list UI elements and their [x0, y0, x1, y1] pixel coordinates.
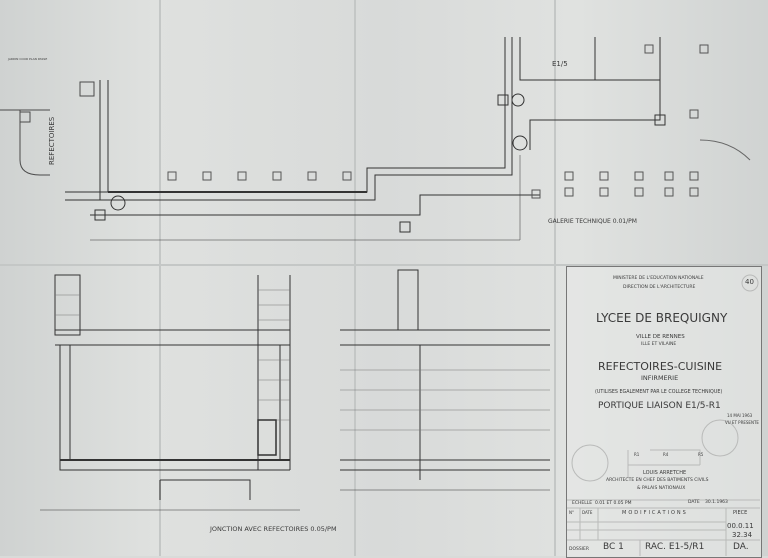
top-note: JARDIN COUR PLAN PASSE: [8, 57, 48, 61]
jonction-label: JONCTION AVEC REFECTOIRES 0.05/PM: [210, 525, 337, 533]
school-name: LYCEE DE BREQUIGNY: [596, 311, 728, 325]
adjacent-building-outline: [0, 109, 50, 176]
architect-name: LOUIS ARRETCHE: [643, 470, 687, 476]
ministry: MINISTERE DE L'EDUCATION NATIONALE: [613, 276, 704, 281]
key-label-r5: R5: [698, 452, 704, 457]
piece-2: 32.34: [732, 531, 753, 539]
e15-label: E1/5: [552, 60, 568, 68]
date-value: 30.1.1963: [705, 500, 728, 505]
architect-title: ARCHITECTE EN CHEF DES BATIMENTS CIVILS: [606, 478, 709, 483]
piece-1: 00.0.11: [727, 522, 754, 530]
stamp-text: VU ET PRESENTE: [725, 420, 759, 425]
building-name: REFECTOIRES-CUISINE: [598, 360, 723, 373]
dossier-value: BC 1: [603, 542, 624, 552]
direction: DIRECTION DE L'ARCHITECTURE: [623, 285, 696, 290]
galerie-plan: [65, 37, 666, 241]
refectoires-label: REFECTOIRES: [48, 116, 56, 165]
department: ILLE ET VILAINE: [641, 342, 677, 347]
dossier-label: DOSSIER: [569, 547, 590, 552]
key-label-r1: R1: [634, 452, 640, 457]
col-modifications: MODIFICATIONS: [622, 510, 688, 516]
sheet-number: 40: [745, 278, 754, 286]
galerie-label: GALERIE TECHNIQUE 0.01/PM: [548, 218, 637, 225]
stamp-date: 14 MAI 1963: [727, 413, 753, 418]
date-label: DATE: [688, 500, 700, 505]
column-markers: [167, 44, 709, 199]
usage-note: (UTILISES EGALEMENT PAR LE COLLEGE TECHN…: [595, 390, 723, 395]
architect-title-2: & PALAIS NATIONAUX: [637, 486, 686, 491]
building-sub: INFIRMERIE: [641, 374, 679, 382]
title-block: [566, 266, 762, 558]
portion-name: PORTIQUE LIAISON E1/5-R1: [598, 401, 721, 411]
col-piece: PIECE: [733, 510, 748, 516]
jonction-section: [40, 274, 300, 511]
scale-label: ECHELLE: [572, 501, 593, 506]
reference: RAC. E1-5/R1: [645, 542, 705, 552]
document-type: DA.: [733, 542, 749, 552]
key-label-r4: R4: [663, 452, 669, 457]
col-date: DATE: [582, 510, 593, 515]
portique-section: [340, 269, 550, 491]
city: VILLE DE RENNES: [636, 334, 685, 340]
scale-value: 0.01 ET 0.05 PM: [595, 501, 632, 506]
col-num: N°: [569, 510, 574, 515]
